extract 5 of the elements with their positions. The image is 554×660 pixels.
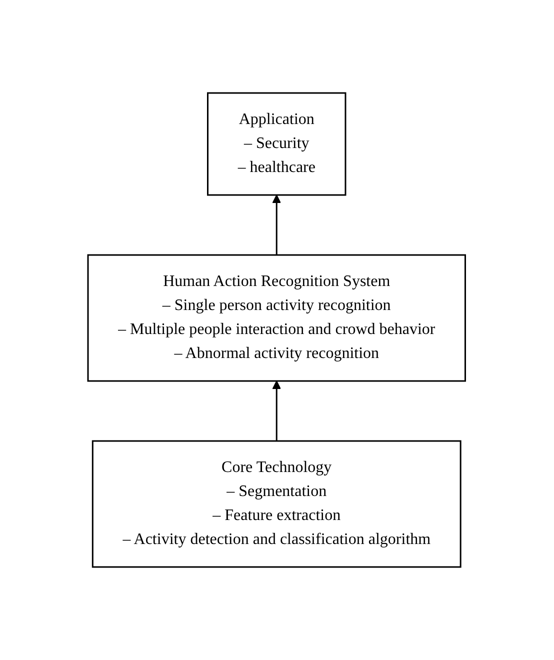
node-box: Application – Security – healthcare: [207, 92, 347, 196]
arrow: [272, 194, 282, 255]
node-box: Human Action Recognition System – Single person activity recognition – Multiple people interaction and crowd behavior – Abnormal activity recognition: [88, 254, 466, 382]
arrow: [272, 380, 282, 441]
node-box: Core Technology – Segmentation – Feature extraction – Activity detection and classification algorithm: [92, 440, 462, 568]
